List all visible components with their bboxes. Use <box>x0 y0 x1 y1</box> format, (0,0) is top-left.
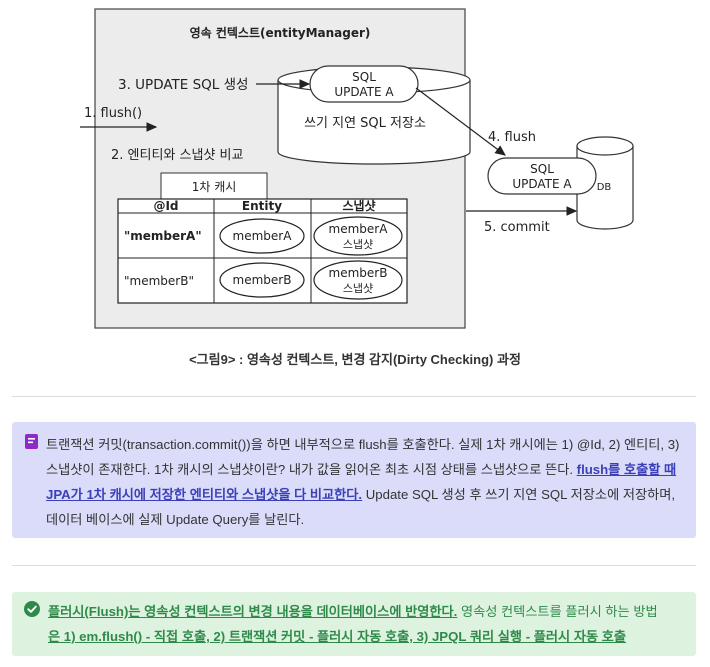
row-a-entity: memberA <box>233 229 293 243</box>
commit-arrow-label: 5. commit <box>484 220 550 235</box>
flush-arrow-label: 4. flush <box>488 130 536 145</box>
note-icon <box>25 434 38 449</box>
tip-link-2[interactable]: 은 1) em.flush() - 직접 호출, 2) 트랜잭션 커밋 - 플러… <box>48 629 627 644</box>
step-update-label: 3. UPDATE SQL 생성 <box>118 77 248 93</box>
check-circle-icon <box>24 601 40 617</box>
store-sql-label: SQL <box>352 70 376 84</box>
row-a-snapshot-suffix: 스냅샷 <box>343 238 373 251</box>
row-b-entity: memberB <box>233 273 292 287</box>
row-b-snapshot-name: memberB <box>329 266 388 280</box>
row-b-entity-oval <box>219 262 305 298</box>
store-update-label: UPDATE A <box>334 85 394 99</box>
row-b-snapshot-suffix: 스냅샷 <box>343 282 373 295</box>
tip-text-1: 영속성 컨텍스트를 플러시 하는 방법 <box>457 604 658 619</box>
header-id: @Id <box>153 199 178 213</box>
tip-link-1[interactable]: 플러시(Flush)는 영속성 컨텍스트의 변경 내용을 데이터베이스에 반영한… <box>48 604 458 619</box>
cache-label-box <box>160 172 268 200</box>
divider-top <box>12 396 696 397</box>
row-a-entity-oval <box>219 218 305 254</box>
row-b-snapshot-oval <box>313 260 403 300</box>
row-a-id: "memberA" <box>124 229 202 243</box>
tip-callout: 플러시(Flush)는 영속성 컨텍스트의 변경 내용을 데이터베이스에 반영한… <box>12 592 696 656</box>
dirty-checking-diagram: 영속 컨텍스트(entityManager) 쓰기 지연 SQL 저장소 SQL… <box>80 8 634 329</box>
divider-bottom <box>12 565 696 566</box>
context-title: 영속 컨텍스트(entityManager) <box>190 25 371 40</box>
figure-caption: <그림9> : 영속성 컨텍스트, 변경 감지(Dirty Checking) … <box>189 352 521 367</box>
note-text-1: 트랜잭션 커밋(transaction.commit())을 하면 내부적으로 … <box>46 437 680 477</box>
flush-to-db-arrow <box>415 87 506 156</box>
db-label: DB <box>597 182 612 193</box>
db-update-label: UPDATE A <box>512 177 572 191</box>
note-text: 트랜잭션 커밋(transaction.commit())을 하면 내부적으로 … <box>46 432 680 532</box>
note-text-2: Update SQL 생성 후 쓰기 지연 SQL 저장소에 저장하며, 데이터… <box>46 487 676 527</box>
row-a-snapshot-name: memberA <box>329 222 389 236</box>
note-link[interactable]: flush를 호출할 때 JPA가 1차 캐시에 저장한 엔티티와 스냅샷을 다… <box>46 462 677 502</box>
db-sql-label: SQL <box>530 162 554 176</box>
step-flush-label: 1. flush() <box>84 106 142 121</box>
header-snapshot: 스냅샷 <box>342 198 375 213</box>
row-a-snapshot-oval <box>313 216 403 256</box>
note-callout: 트랜잭션 커밋(transaction.commit())을 하면 내부적으로 … <box>12 422 696 538</box>
header-entity: Entity <box>242 199 282 213</box>
cache-label: 1차 캐시 <box>192 180 237 194</box>
row-b-id: "memberB" <box>124 274 194 288</box>
write-store-label: 쓰기 지연 SQL 저장소 <box>304 116 426 131</box>
tip-text: 플러시(Flush)는 영속성 컨텍스트의 변경 내용을 데이터베이스에 반영한… <box>48 599 680 649</box>
step-compare-label: 2. 엔티티와 스냅샷 비교 <box>111 148 243 163</box>
db-sql-pill <box>487 157 597 195</box>
